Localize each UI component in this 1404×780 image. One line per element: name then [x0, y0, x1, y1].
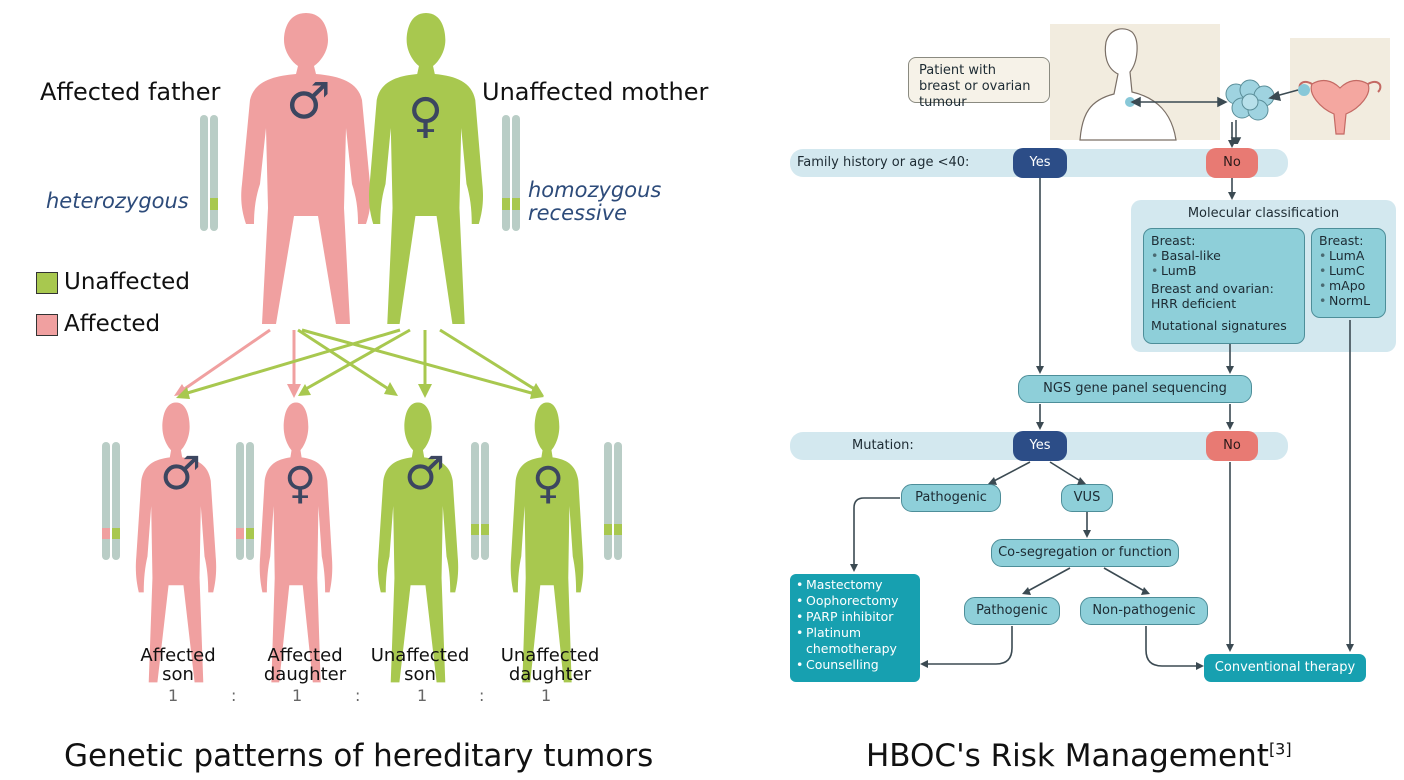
right-caption-text: HBOC's Risk Management — [866, 738, 1269, 774]
mother-label: Unaffected mother — [482, 78, 709, 106]
legend-label-unaffected: Unaffected — [64, 269, 190, 295]
ratio-sep-1: : — [231, 686, 237, 705]
father-chromosomes — [200, 115, 218, 231]
intervention-item: Platinum chemotherapy — [796, 625, 904, 657]
subtype-item: NormL — [1319, 293, 1378, 308]
breast-title: Breast: — [1151, 233, 1196, 248]
breast-title-2: Breast: — [1319, 233, 1364, 248]
child-label-unaffected-son: Unaffected son — [370, 645, 470, 685]
ratio-3: 1 — [417, 686, 428, 705]
legend-label-affected: Affected — [64, 311, 161, 337]
patient-illustration — [1050, 24, 1390, 144]
father-label: Affected father — [40, 78, 221, 106]
unaffected-son-male-symbol: ♂ — [404, 446, 446, 500]
ratio-4: 1 — [541, 686, 552, 705]
mutation-label: Mutation: — [852, 438, 914, 453]
vus-box: VUS — [1061, 484, 1113, 512]
mother-figure — [368, 13, 484, 324]
intervention-item: PARP inhibitor — [796, 609, 914, 625]
pathogenic-box: Pathogenic — [901, 484, 1001, 512]
mother-female-symbol: ♀ — [408, 88, 444, 144]
unaffected-daughter-female-symbol: ♀ — [532, 458, 565, 509]
child-figure-unaffected-son — [377, 402, 459, 683]
illustration-arrows — [1130, 89, 1299, 144]
legend-swatch-unaffected — [36, 272, 58, 294]
uterus-image — [1290, 38, 1390, 140]
intervention-item: Counselling — [796, 657, 914, 673]
ratio-sep-3: : — [479, 686, 485, 705]
molecular-left-box: Breast: Basal-like LumB Breast and ovari… — [1143, 228, 1305, 344]
torso-image — [1050, 24, 1220, 141]
right-caption: HBOC's Risk Management[3] — [866, 738, 1292, 774]
mutation-no-badge: No — [1206, 431, 1258, 461]
intervention-item: Oophorectomy — [796, 593, 914, 609]
subtype-item: LumC — [1319, 263, 1378, 278]
affected-daughter-female-symbol: ♀ — [284, 458, 317, 509]
ratio-2: 1 — [292, 686, 303, 705]
child-figure-unaffected-daughter — [510, 402, 584, 683]
breast-item: Basal-like — [1151, 248, 1297, 263]
child-label-affected-son: Affected son — [140, 645, 216, 685]
ratio-sep-2: : — [355, 686, 361, 705]
pedigree-graphic — [102, 13, 622, 683]
non-pathogenic-box: Non-pathogenic — [1080, 597, 1208, 625]
affected-son-male-symbol: ♂ — [160, 446, 202, 500]
subtype-item: LumA — [1319, 248, 1378, 263]
conventional-therapy-box: Conventional therapy — [1204, 654, 1366, 682]
mother-genotype: homozygous recessive — [528, 178, 662, 225]
ratio-1: 1 — [168, 686, 179, 705]
subtype-item: mApo — [1319, 278, 1378, 293]
father-figure — [241, 13, 371, 324]
child-label-affected-daughter: Affected daughter — [263, 645, 347, 685]
ngs-box: NGS gene panel sequencing — [1018, 375, 1252, 403]
father-genotype: heterozygous — [46, 189, 189, 213]
molecular-right-box: Breast: LumA LumC mApo NormL — [1311, 228, 1386, 318]
breast-item: LumB — [1151, 263, 1297, 278]
child-figure-affected-daughter — [259, 402, 333, 683]
flow-arrows — [850, 122, 1354, 670]
patient-box: Patient with breast or ovarian tumour — [908, 57, 1050, 110]
pathogenic2-box: Pathogenic — [964, 597, 1060, 625]
mutation-yes-badge: Yes — [1013, 431, 1067, 461]
hrr-deficient: HRR deficient — [1151, 296, 1237, 311]
child-figure-affected-son — [135, 402, 217, 683]
child-label-unaffected-daughter: Unaffected daughter — [500, 645, 600, 685]
family-no-badge: No — [1206, 148, 1258, 178]
tumour-cells-image — [1225, 79, 1275, 121]
co-segregation-box: Co-segregation or function — [991, 539, 1179, 567]
left-caption: Genetic patterns of hereditary tumors — [64, 738, 654, 774]
intervention-item: Mastectomy — [796, 577, 914, 593]
inheritance-arrows — [174, 328, 544, 399]
interventions-list: Mastectomy Oophorectomy PARP inhibitor P… — [796, 577, 914, 673]
breast-list-2: LumA LumC mApo NormL — [1319, 248, 1378, 308]
breast-list: Basal-like LumB — [1151, 248, 1297, 278]
breast-ovarian-title: Breast and ovarian: — [1151, 281, 1274, 296]
family-history-label: Family history or age <40: — [797, 155, 970, 170]
mutational-signatures: Mutational signatures — [1151, 318, 1287, 333]
legend-swatch-affected — [36, 314, 58, 336]
right-caption-ref: [3] — [1268, 739, 1292, 759]
mother-chromosomes — [502, 115, 520, 231]
child-chromosomes — [102, 442, 622, 560]
interventions-box: Mastectomy Oophorectomy PARP inhibitor P… — [790, 574, 920, 682]
father-male-symbol: ♂ — [286, 72, 331, 130]
family-yes-badge: Yes — [1013, 148, 1067, 178]
molecular-title: Molecular classification — [1187, 206, 1340, 221]
